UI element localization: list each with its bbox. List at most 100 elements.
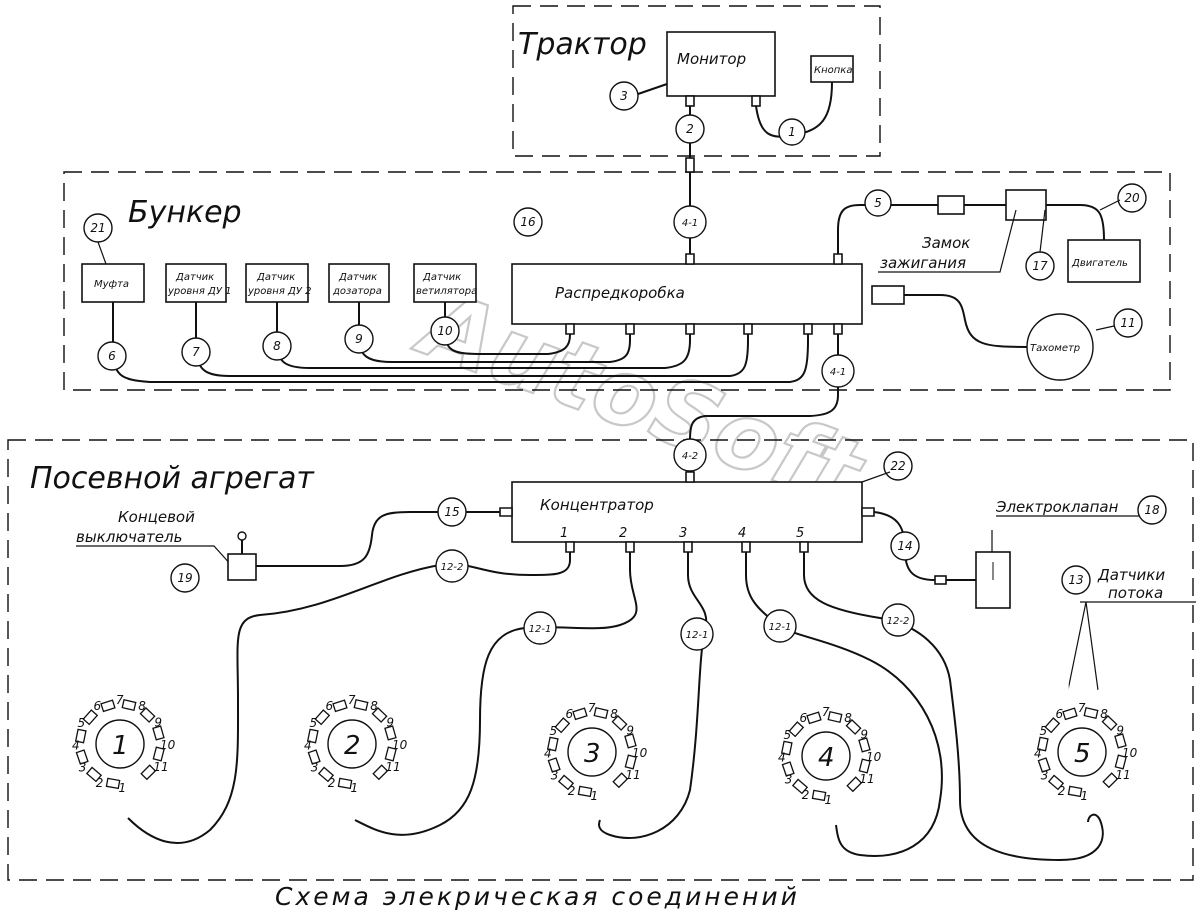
tube-number: 10 bbox=[866, 750, 882, 764]
svg-text:16: 16 bbox=[520, 215, 536, 229]
flow-sensor bbox=[781, 761, 795, 777]
flow-sensor bbox=[332, 699, 348, 713]
tube-number: 5 bbox=[309, 716, 317, 730]
section-hub bbox=[1057, 727, 1107, 777]
tube-number: 10 bbox=[1122, 746, 1138, 760]
wire-junction-to-concentrator bbox=[689, 324, 839, 478]
ref-callout-n12_2b: 12-2 bbox=[881, 603, 915, 637]
tachometer-connector bbox=[871, 285, 905, 305]
tube-number: 3 bbox=[311, 760, 319, 774]
ref-callout-n11: 11 bbox=[1113, 308, 1143, 338]
junction-connectors bbox=[565, 253, 843, 335]
svg-text:10: 10 bbox=[437, 324, 453, 338]
flow-sensor bbox=[105, 777, 121, 790]
flow-sensor bbox=[546, 736, 559, 752]
ref-callout-n13: 13 bbox=[1061, 565, 1091, 595]
ref-callout-n18: 18 bbox=[1137, 495, 1167, 525]
flow-tube: 7 bbox=[348, 673, 377, 723]
sensor-fan-box bbox=[413, 263, 477, 303]
bunker-zone-title: Бункер bbox=[128, 195, 242, 230]
flow-tube: 7 bbox=[1078, 681, 1107, 731]
flow-sensor bbox=[317, 766, 335, 783]
flow-tube: 11 bbox=[606, 766, 641, 809]
tube-number: 5 bbox=[783, 728, 791, 742]
svg-text:19: 19 bbox=[177, 571, 192, 585]
svg-text:1: 1 bbox=[788, 125, 796, 139]
svg-text:21: 21 bbox=[90, 221, 105, 235]
section-hub bbox=[95, 719, 145, 769]
svg-text:8: 8 bbox=[273, 339, 281, 353]
tube-number: 11 bbox=[1115, 768, 1130, 782]
tube-number: 9 bbox=[1116, 724, 1124, 738]
flow-sensor bbox=[791, 778, 809, 795]
tube-number: 10 bbox=[632, 746, 648, 760]
flow-sensor bbox=[152, 746, 165, 762]
flow-sensor bbox=[624, 754, 637, 770]
sensor-du2-label-2: уровня ДУ 2 bbox=[247, 286, 311, 297]
flow-tube: 6 bbox=[326, 672, 348, 724]
tube-number: 7 bbox=[116, 693, 124, 707]
flow-tube: 6 bbox=[1056, 680, 1078, 732]
tube-number: 9 bbox=[626, 724, 634, 738]
ref-callout-n5: 5 bbox=[864, 189, 892, 217]
svg-text:5: 5 bbox=[874, 196, 882, 210]
ref-callout-n12_2a: 12-2 bbox=[435, 549, 469, 583]
svg-text:13: 13 bbox=[1068, 573, 1083, 587]
flow-sensor bbox=[1036, 736, 1049, 752]
tube-number: 4 bbox=[1034, 746, 1042, 760]
tube-number: 11 bbox=[625, 768, 640, 782]
flow-sensor bbox=[780, 740, 793, 756]
ref-callout-n6: 6 bbox=[97, 341, 127, 371]
flow-sensor bbox=[82, 709, 99, 726]
tube-number: 3 bbox=[785, 772, 793, 786]
flow-tube: 11 bbox=[1096, 766, 1131, 809]
flow-tube: 6 bbox=[566, 680, 588, 732]
flow-tube: 10 bbox=[140, 738, 190, 770]
tube-number: 1 bbox=[590, 789, 598, 803]
tube-number: 7 bbox=[348, 693, 356, 707]
limit-switch-box bbox=[227, 553, 257, 581]
section-number: 1 bbox=[112, 731, 129, 761]
tube-number: 6 bbox=[326, 699, 334, 713]
button-label: Кнопка bbox=[814, 65, 852, 76]
flow-tube: 2 bbox=[1028, 768, 1069, 805]
ref-callout-n3: 3 bbox=[609, 81, 639, 111]
flow-tube: 11 bbox=[366, 758, 401, 801]
flow-tube: 3 bbox=[1010, 757, 1062, 782]
flow-sensor bbox=[1101, 715, 1118, 731]
flow-tube: 3 bbox=[48, 749, 100, 774]
concentrator-port-3: 3 bbox=[679, 526, 687, 541]
tube-number: 2 bbox=[1058, 784, 1066, 798]
flow-sensor bbox=[1047, 774, 1065, 791]
flow-tube: 4 bbox=[281, 721, 331, 752]
svg-text:17: 17 bbox=[1032, 259, 1048, 273]
flow-tube: 3 bbox=[520, 757, 572, 782]
tube-number: 2 bbox=[568, 784, 576, 798]
tube-number: 11 bbox=[859, 772, 874, 786]
tube-number: 6 bbox=[566, 707, 574, 721]
flow-sensor bbox=[353, 698, 369, 712]
engine-box bbox=[1067, 239, 1141, 283]
limit-switch-label-2: выключатель bbox=[76, 528, 182, 546]
flow-tube: 9 bbox=[372, 716, 425, 741]
monitor-connector-right bbox=[751, 95, 761, 107]
leader-line bbox=[97, 241, 107, 265]
flow-sensor bbox=[811, 789, 827, 802]
wire-monitor-label3 bbox=[637, 83, 668, 95]
junction-box-label: Распредкоробка bbox=[555, 284, 685, 302]
flow-tube: 7 bbox=[588, 681, 617, 731]
flow-tube: 7 bbox=[116, 673, 145, 723]
tube-number: 7 bbox=[588, 701, 596, 715]
flow-sensor bbox=[572, 707, 588, 721]
flow-tube: 9 bbox=[612, 724, 665, 749]
section-number: 5 bbox=[1074, 739, 1091, 769]
ref-callout-n22: 22 bbox=[883, 451, 913, 481]
svg-text:2: 2 bbox=[686, 122, 694, 136]
flow-sensor bbox=[612, 772, 629, 789]
flow-tube: 5 bbox=[300, 689, 337, 731]
flow-sensor bbox=[85, 766, 103, 783]
